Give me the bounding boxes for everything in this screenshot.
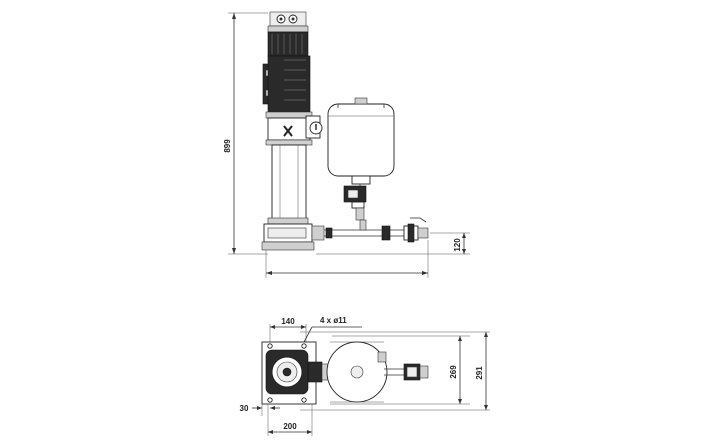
pump-stack [267,144,309,225]
mounting-holes-callout: 4 x ø11 [303,316,362,343]
offset-label: 30 [240,404,249,413]
diaphragm-tank [327,97,395,185]
flange-width-label: 140 [281,317,295,326]
mounting-holes-label: 4 x ø11 [320,316,347,325]
pressure-gauge [305,115,323,139]
plan-view: 140 4 x ø11 [240,316,490,436]
height-dimension-120: 120 [316,232,470,255]
tank-plan [326,341,388,403]
motor [262,11,313,119]
flange-width-dimension: 140 [269,317,307,346]
height-dimension-899: 899 [223,12,268,255]
base-width-dimension: 269 [330,335,470,405]
overall-width-label: 291 [475,366,484,380]
offset-dimension: 30 [240,404,280,416]
pump-base [261,223,325,251]
overall-width-dimension: 291 [300,331,490,411]
pressure-switch [343,184,367,221]
discharge-manifold [324,217,429,243]
manifold-plan [384,363,429,381]
side-elevation-view: 899 [223,11,470,278]
length-dimension [265,240,429,278]
base-height-label: 120 [453,238,462,252]
motor-stool [265,117,313,146]
overall-height-label: 899 [223,139,232,153]
foot-length-dimension: 200 [267,404,313,436]
pump-footprint [261,341,331,405]
foot-length-label: 200 [283,422,297,431]
base-width-label: 269 [449,365,458,379]
